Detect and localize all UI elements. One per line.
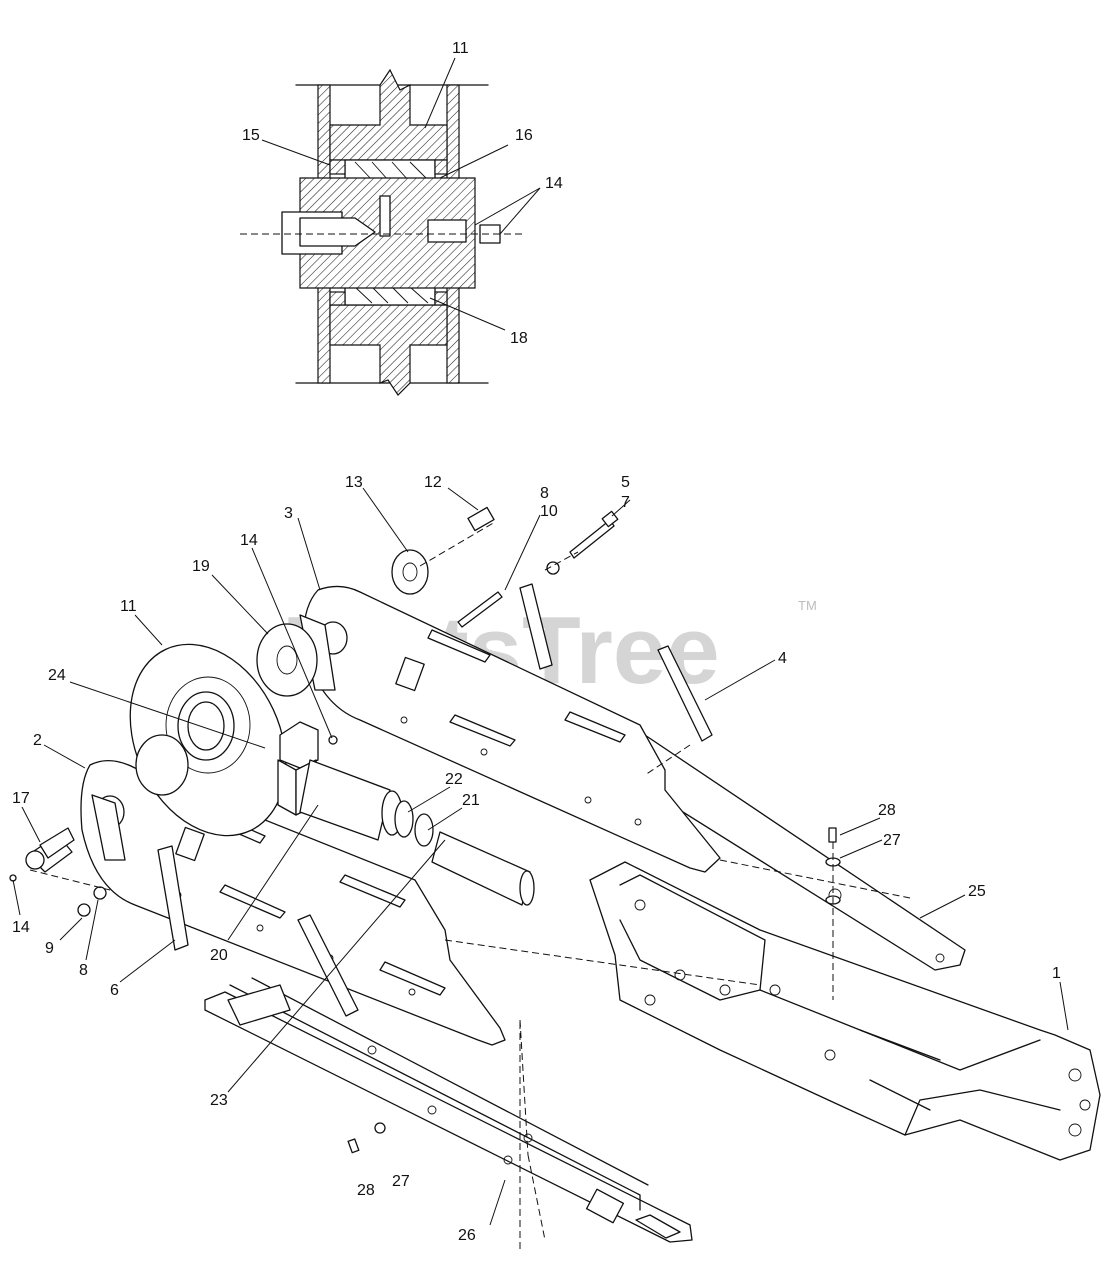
callout-7: 7 <box>621 494 630 511</box>
screw-14 <box>328 735 338 745</box>
callout-14-mid: 14 <box>240 532 258 549</box>
slide-rail-26 <box>204 977 693 1243</box>
bolt-12 <box>467 506 495 532</box>
nut-9 <box>77 903 91 917</box>
callout-5: 5 <box>621 474 630 491</box>
callout-15: 15 <box>242 127 260 144</box>
callout-13: 13 <box>345 474 363 491</box>
gasket-19 <box>256 623 318 697</box>
nut-8-top <box>546 561 560 575</box>
callout-18: 18 <box>510 330 528 347</box>
hub-section-view <box>240 68 525 396</box>
callout-20: 20 <box>210 947 228 964</box>
callout-8-top: 8 <box>540 485 549 502</box>
main-frame-1 <box>589 861 1101 1161</box>
bolt-28-lower <box>347 1138 360 1154</box>
callout-22: 22 <box>445 771 463 788</box>
fitting-17 <box>9 827 75 882</box>
callout-11-top: 11 <box>452 40 469 57</box>
brace-6b <box>297 914 359 1017</box>
callout-6: 6 <box>110 982 119 999</box>
spacer-ring <box>135 734 189 796</box>
pulley-13 <box>391 549 429 595</box>
brace-6 <box>157 845 189 951</box>
callout-23: 23 <box>210 1092 228 1109</box>
bolt-5 <box>569 510 619 559</box>
callout-28-right: 28 <box>878 802 896 819</box>
callout-16: 16 <box>515 127 533 144</box>
callout-26: 26 <box>458 1227 476 1244</box>
callout-11-mid: 11 <box>120 598 137 615</box>
axle-assembly <box>299 759 535 906</box>
bolt-28-right <box>828 827 837 843</box>
callout-17: 17 <box>12 790 30 807</box>
callout-14-bottom: 14 <box>12 919 30 936</box>
callout-19: 19 <box>192 558 210 575</box>
callout-24: 24 <box>48 667 66 684</box>
callout-21: 21 <box>462 792 480 809</box>
leader-lines <box>12 57 1069 1226</box>
callout-3: 3 <box>284 505 293 522</box>
callout-4: 4 <box>778 650 787 667</box>
callout-9: 9 <box>45 940 54 957</box>
callout-1: 1 <box>1052 965 1061 982</box>
callout-27-lower: 27 <box>392 1173 410 1190</box>
bolt-10 <box>457 591 503 628</box>
callout-27-right: 27 <box>883 832 901 849</box>
brace-4 <box>657 645 713 742</box>
washer-8 <box>93 886 107 900</box>
callout-14-top: 14 <box>545 175 563 192</box>
callout-25: 25 <box>968 883 986 900</box>
callout-2: 2 <box>33 732 42 749</box>
watermark-trademark: TM <box>798 598 817 613</box>
brace-10 <box>519 583 553 670</box>
callout-12: 12 <box>424 474 442 491</box>
callout-28-lower: 28 <box>357 1182 375 1199</box>
callout-8-bottom: 8 <box>79 962 88 979</box>
washer-27-lower <box>374 1122 386 1134</box>
callout-10: 10 <box>540 503 558 520</box>
